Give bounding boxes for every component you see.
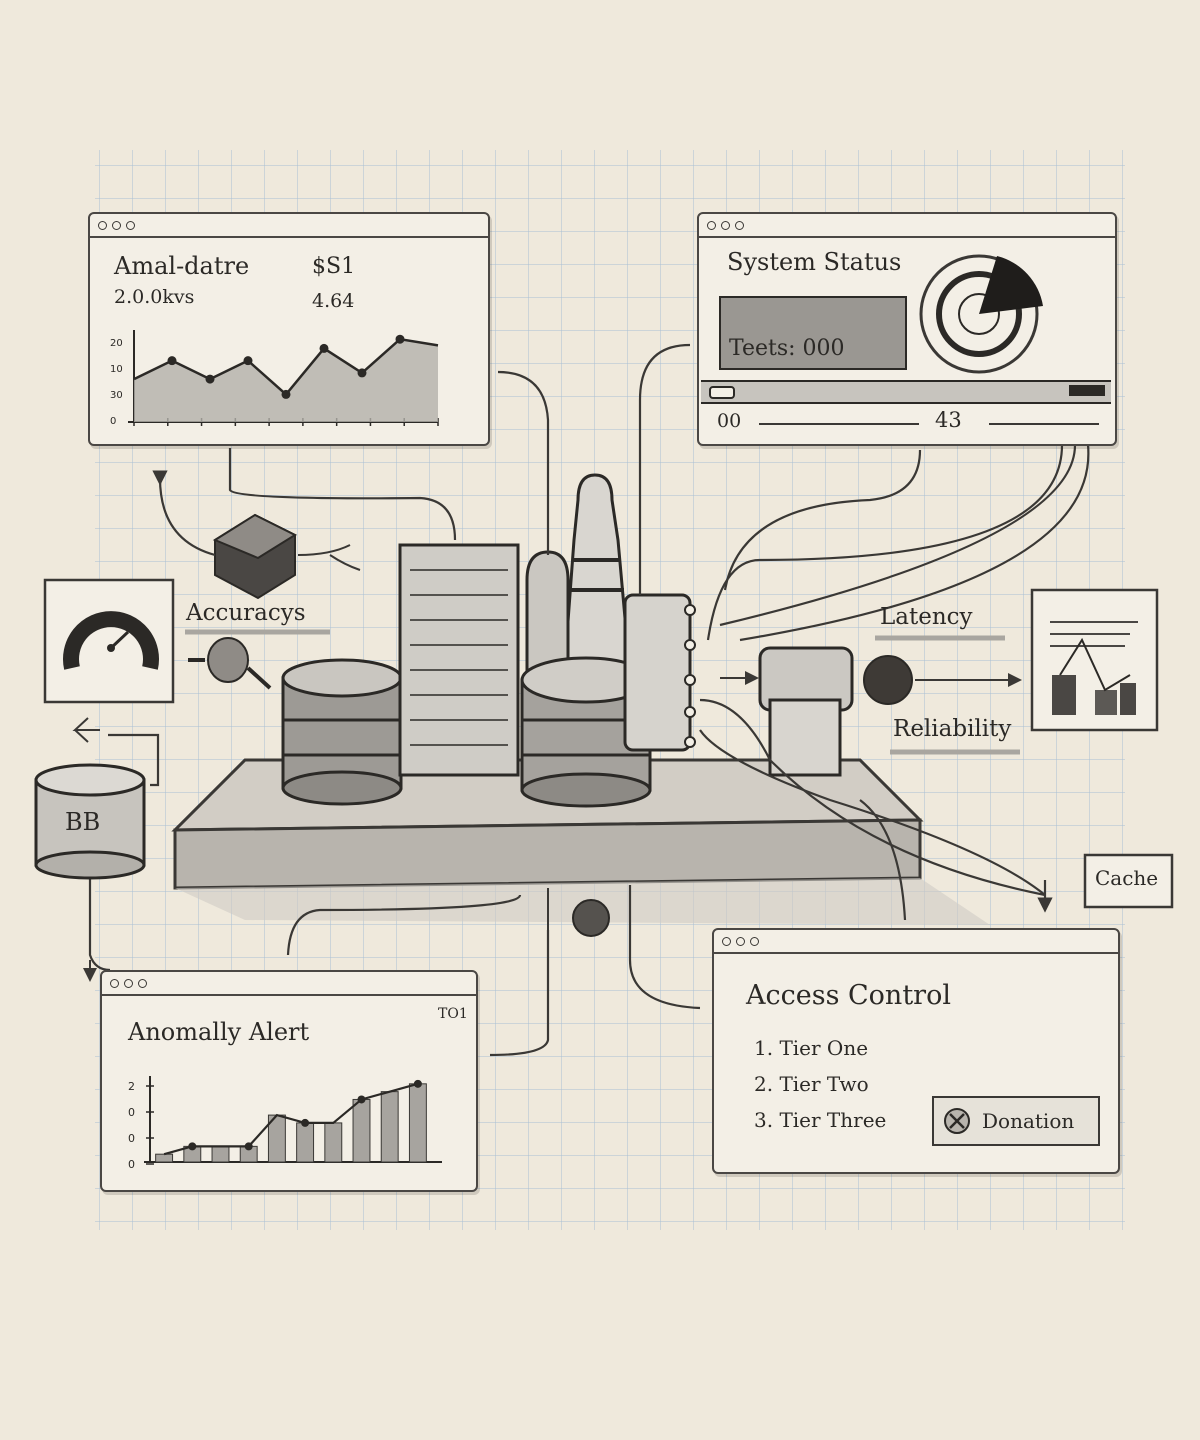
- knob-gadget-icon: [188, 637, 272, 690]
- bar: [155, 1153, 174, 1163]
- system-status-window: System Status Teets: 000 00 43: [697, 212, 1117, 446]
- accuracy-label: Accuracys: [186, 600, 306, 626]
- anomaly-titlebar: [102, 972, 476, 996]
- system-status-titlebar: [699, 214, 1115, 238]
- trend-point: [357, 1095, 366, 1104]
- trend-point: [301, 1118, 310, 1127]
- y-tick-label: 30: [110, 390, 123, 401]
- status-pie-icon: [919, 254, 1043, 374]
- cache-box: [1083, 853, 1174, 909]
- window-dot-icon: [98, 220, 107, 230]
- anomaly-title: Anomally Alert: [128, 1018, 310, 1046]
- data-point: [357, 368, 367, 378]
- progress-end-label: 43: [935, 408, 962, 432]
- gauge-icon: [43, 578, 175, 704]
- window-dot-icon: [736, 936, 745, 946]
- metrics-title: Amal-datre: [114, 252, 250, 280]
- progress-line-right: [989, 423, 1099, 425]
- bar: [408, 1083, 427, 1163]
- progress-start-label: 00: [717, 410, 742, 432]
- data-point: [205, 374, 215, 384]
- window-dot-icon: [124, 978, 133, 988]
- cache-appliance: [758, 646, 854, 777]
- data-point: [281, 389, 291, 399]
- data-point: [243, 356, 253, 366]
- progress-line-left: [759, 423, 919, 425]
- window-dot-icon: [126, 220, 135, 230]
- progress-end-block: [1069, 385, 1105, 396]
- trend-point: [244, 1142, 253, 1151]
- access-control-title: Access Control: [746, 980, 951, 1011]
- y-tick-label: 0: [128, 1132, 135, 1145]
- window-dot-icon: [735, 220, 744, 230]
- close-circle-icon: [944, 1108, 970, 1134]
- progress-handle[interactable]: [709, 386, 735, 399]
- db-label: BB: [65, 808, 101, 836]
- connector-box: [623, 593, 696, 752]
- bar: [380, 1091, 399, 1163]
- db-cylinder-icon: [34, 763, 146, 880]
- data-point: [167, 356, 177, 366]
- access-control-window: Access Control 1. Tier One 2. Tier Two 3…: [712, 928, 1120, 1174]
- y-tick-label: 10: [110, 364, 123, 375]
- metrics-subtitle: 2.0.0kvs: [114, 286, 195, 308]
- window-dot-icon: [110, 978, 119, 988]
- latency-orb: [863, 655, 913, 705]
- donation-button-label: Donation: [982, 1109, 1075, 1133]
- y-tick-label: 0: [128, 1158, 135, 1171]
- db-up-arrow-icon: [72, 717, 100, 743]
- tests-label: Teets: 000: [729, 336, 845, 361]
- y-tick-label: 20: [110, 338, 123, 349]
- y-tick-label: 0: [128, 1106, 135, 1119]
- window-dot-icon: [721, 220, 730, 230]
- cache-label: Cache: [1095, 866, 1159, 890]
- window-dot-icon: [138, 978, 147, 988]
- bar: [324, 1122, 343, 1163]
- cube-icon: [212, 513, 361, 600]
- y-tick-label: 2: [128, 1080, 135, 1093]
- metrics-value: 4.64: [312, 290, 355, 312]
- metrics-window: Amal-datre 2.0.0kvs $S1 4.64 20 10 30 0: [88, 212, 490, 446]
- donation-button[interactable]: Donation: [932, 1096, 1100, 1146]
- data-point: [319, 343, 329, 353]
- data-point: [395, 334, 405, 344]
- tests-display: Teets: 000: [719, 296, 907, 370]
- metrics-area-chart: 20 10 30 0: [110, 330, 439, 427]
- latency-label: Latency: [880, 604, 973, 630]
- window-dot-icon: [750, 936, 759, 946]
- access-control-titlebar: [714, 930, 1118, 954]
- tier-item-1[interactable]: 1. Tier One: [754, 1036, 869, 1060]
- anomaly-corner-label: TO1: [438, 1006, 468, 1022]
- metrics-price: $S1: [312, 254, 356, 279]
- window-dot-icon: [112, 220, 121, 230]
- trend-point: [413, 1079, 422, 1088]
- tier-item-2[interactable]: 2. Tier Two: [754, 1072, 869, 1096]
- y-tick-label: 0: [110, 416, 116, 427]
- system-status-title: System Status: [727, 248, 902, 276]
- reliability-label: Reliability: [893, 716, 1012, 742]
- connector-cables: [88, 343, 1090, 1057]
- bar: [352, 1098, 371, 1163]
- trend-point: [188, 1142, 197, 1151]
- mini-report-panel: [1030, 588, 1159, 732]
- trend-line: [163, 1082, 419, 1156]
- bar: [211, 1145, 230, 1163]
- status-progress-track[interactable]: [701, 380, 1111, 404]
- window-dot-icon: [722, 936, 731, 946]
- window-dot-icon: [707, 220, 716, 230]
- server-tower: [398, 543, 520, 777]
- database-stack-left: [281, 658, 403, 806]
- bar: [296, 1122, 315, 1163]
- metrics-window-titlebar: [90, 214, 488, 238]
- area-fill: [134, 339, 438, 422]
- tier-item-3[interactable]: 3. Tier Three: [754, 1108, 887, 1132]
